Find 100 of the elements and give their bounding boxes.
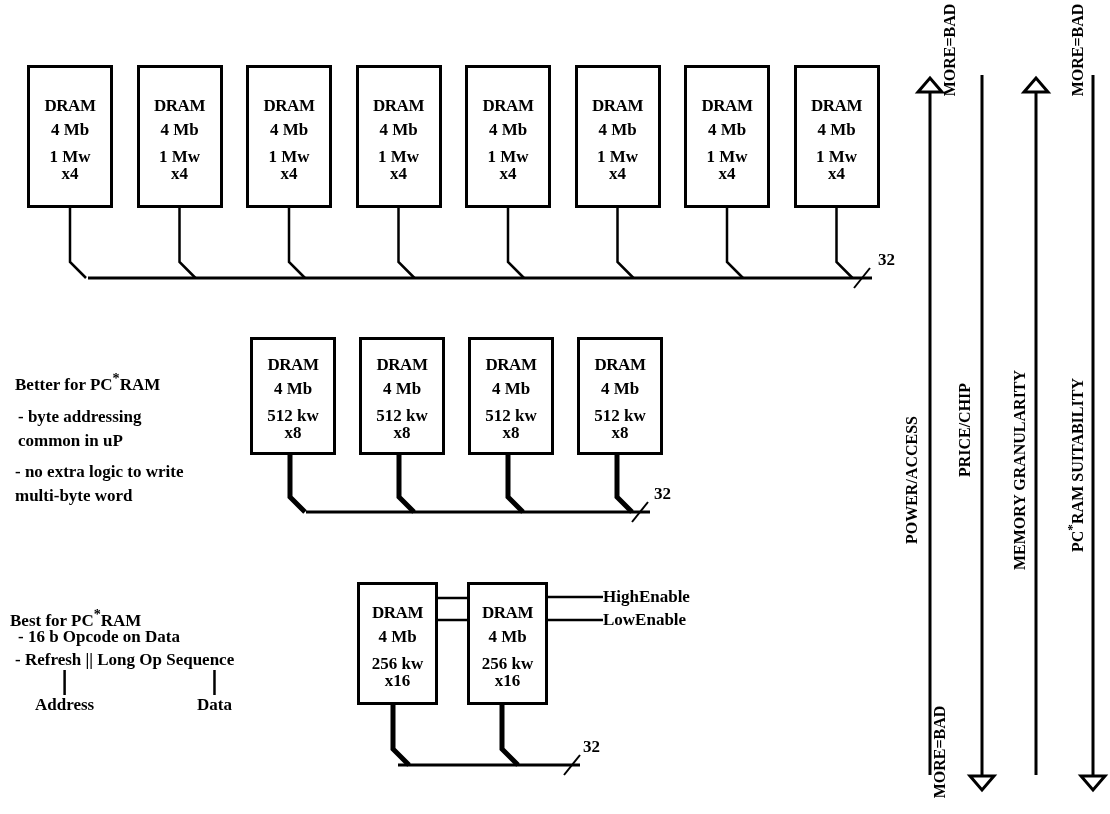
axis-label: POWER/ACCESS xyxy=(902,416,921,544)
dram-chip-box xyxy=(246,65,332,208)
chip-label: 512 kw xyxy=(485,407,537,425)
chip-label: DRAM xyxy=(482,95,534,116)
dram-chip-box xyxy=(357,582,438,705)
note-text: 32 xyxy=(878,250,895,270)
note-text: - byte addressing common in uP xyxy=(18,406,143,452)
bus-stub-line xyxy=(614,455,634,514)
chip-label: 512 kw xyxy=(267,407,319,425)
note-text: Best for PC$^{*}$RAM xyxy=(10,605,142,630)
bus-stub-line xyxy=(390,705,411,767)
chip-label: 4 Mb xyxy=(707,119,747,140)
chip-label: 1 Mw xyxy=(815,147,858,166)
bus-stub-line xyxy=(397,208,416,279)
dram-chip-box xyxy=(577,337,663,455)
dram-chip-box xyxy=(27,65,113,208)
chip-label: DRAM xyxy=(485,355,537,375)
bus-stub-line xyxy=(835,208,854,279)
signal-label: LowEnable xyxy=(603,610,687,630)
axis-label: MORE=BAD xyxy=(930,705,949,799)
axis-label: MORE=BAD xyxy=(1068,3,1087,97)
axis-label: MEMORY GRANULARITY xyxy=(1010,369,1029,571)
dram-chip-box xyxy=(136,65,223,208)
chip-label: x4 xyxy=(171,165,188,182)
bus-stub-line xyxy=(396,455,416,514)
signal-label: HighEnable xyxy=(603,587,690,607)
bus-stub-line xyxy=(178,208,197,279)
note-text: 32 xyxy=(654,484,671,504)
chip-label: x8 xyxy=(502,425,520,441)
chip-label: DRAM xyxy=(594,355,646,375)
note-text: Better for PC$^{*}$RAM xyxy=(15,369,161,395)
chip-label: 4 Mb xyxy=(488,626,527,647)
chip-label: 1 Mw xyxy=(487,147,529,166)
chip-label: 4 Mb xyxy=(491,379,531,399)
chip-label: 512 kw xyxy=(594,407,646,425)
bus-stub-line xyxy=(725,208,744,279)
note-text: - no extra logic to write multi-byte word xyxy=(15,461,185,507)
dram-chip-box xyxy=(793,65,880,208)
chip-label: 512 kw xyxy=(376,407,428,425)
chip-label: DRAM xyxy=(373,95,424,116)
chip-label: 4 Mb xyxy=(488,119,528,140)
dram-chip-box xyxy=(359,337,445,455)
chip-label: 1 Mw xyxy=(49,147,91,166)
signal-label: - Refresh || Long Op Sequence xyxy=(15,650,235,670)
connector-line xyxy=(438,596,467,600)
chip-label: 4 Mb xyxy=(379,119,418,140)
axis-label: MORE=BAD xyxy=(940,3,959,97)
bus-stub-line xyxy=(287,208,306,279)
chip-label: DRAM xyxy=(811,95,862,116)
chip-label: 1 Mw xyxy=(706,147,748,166)
chip-label: x16 xyxy=(494,672,521,689)
bus-stub-line xyxy=(287,455,307,514)
bus-stub-line xyxy=(499,705,520,767)
bus-stub-line xyxy=(616,208,635,279)
dram-chip-box xyxy=(467,582,548,705)
chip-label: DRAM xyxy=(592,95,643,116)
chip-label: 4 Mb xyxy=(598,119,637,140)
chip-label: 4 Mb xyxy=(273,379,313,399)
chip-label: x4 xyxy=(61,165,79,182)
dram-chip-box xyxy=(684,65,770,208)
bus-stub-line xyxy=(68,208,87,279)
bus-stub-line xyxy=(505,455,525,514)
chip-label: 4 Mb xyxy=(817,119,856,140)
signal-label: Address xyxy=(35,695,95,715)
chip-label: x8 xyxy=(393,425,411,441)
connector-line xyxy=(63,670,66,695)
chip-label: x4 xyxy=(718,165,736,182)
chip-label: DRAM xyxy=(376,355,428,375)
connector-line xyxy=(438,618,467,622)
chip-label: DRAM xyxy=(267,355,319,375)
chip-label: DRAM xyxy=(701,95,753,116)
chip-label: x4 xyxy=(609,165,626,182)
chip-label: 4 Mb xyxy=(378,626,417,647)
chip-label: 1 Mw xyxy=(377,147,420,166)
signal-label: Data xyxy=(197,695,232,715)
chip-label: 4 Mb xyxy=(50,119,90,140)
chip-label: 4 Mb xyxy=(269,119,309,140)
chip-label: DRAM xyxy=(263,95,315,116)
axis-label: PRICE/CHIP xyxy=(955,382,974,478)
dram-chip-box xyxy=(250,337,336,455)
dram-chip-box xyxy=(465,65,551,208)
chip-label: x8 xyxy=(611,425,629,441)
chip-label: x4 xyxy=(280,165,298,182)
chip-label: 4 Mb xyxy=(600,379,640,399)
chip-label: 4 Mb xyxy=(382,379,422,399)
chip-label: x8 xyxy=(284,425,302,441)
chip-label: x4 xyxy=(390,165,407,182)
chip-label: x4 xyxy=(828,165,845,182)
chip-label: DRAM xyxy=(154,95,205,116)
chip-label: DRAM xyxy=(372,602,423,623)
chip-label: 256 kw xyxy=(481,654,534,673)
chip-label: x16 xyxy=(384,672,411,689)
connector-line xyxy=(548,618,603,622)
chip-label: DRAM xyxy=(482,602,533,623)
dram-chip-box xyxy=(355,65,442,208)
chip-label: 1 Mw xyxy=(596,147,639,166)
chip-label: 4 Mb xyxy=(160,119,199,140)
note-text: 32 xyxy=(583,737,600,757)
chip-label: 1 Mw xyxy=(268,147,310,166)
connector-line xyxy=(213,670,216,695)
